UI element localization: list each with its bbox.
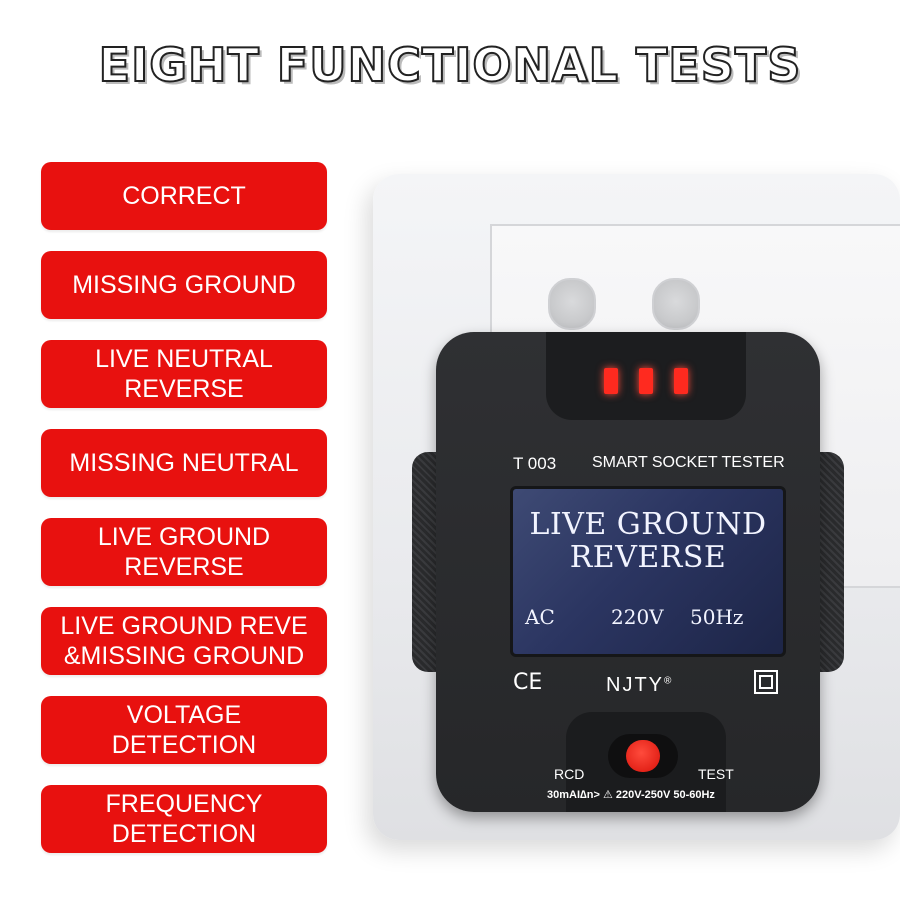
test-label-text: CORRECT — [122, 182, 246, 210]
headline: EIGHT FUNCTIONAL TESTS — [98, 37, 802, 93]
test-label-correct: CORRECT — [41, 162, 327, 230]
test-label-text: LIVE GROUND REVE &MISSING GROUND — [60, 612, 308, 670]
test-label-live-neutral-reverse: LIVE NEUTRAL REVERSE — [41, 340, 327, 408]
test-label-text: LIVE GROUND REVERSE — [97, 523, 271, 581]
test-label-voltage-detection: VOLTAGE DETECTION — [41, 696, 327, 764]
ce-mark: CE — [513, 670, 543, 695]
socket-hole-right — [652, 278, 700, 330]
test-label: TEST — [698, 766, 734, 782]
test-label-text: MISSING GROUND — [72, 271, 296, 299]
lcd-frequency: 50Hz — [690, 605, 744, 629]
device-title: SMART SOCKET TESTER — [592, 454, 785, 471]
lcd-display: LIVE GROUND REVERSE AC 220V 50Hz — [510, 486, 786, 657]
test-label-missing-neutral: MISSING NEUTRAL — [41, 429, 327, 497]
lcd-status-line1: LIVE GROUND — [529, 507, 767, 542]
test-label-text: VOLTAGE DETECTION — [111, 701, 257, 759]
test-label-live-ground-reverse: LIVE GROUND REVERSE — [41, 518, 327, 586]
brand-name: NJTY — [606, 674, 664, 696]
brand-logo: NJTY® — [606, 674, 673, 697]
model-number: T 003 — [513, 454, 557, 473]
lcd-status-line2: REVERSE — [569, 540, 727, 575]
test-label-text: LIVE NEUTRAL REVERSE — [95, 345, 273, 403]
socket-hole-left — [548, 278, 596, 330]
socket-tester-device: T 003 SMART SOCKET TESTER LIVE GROUND RE… — [412, 332, 844, 812]
test-label-text: MISSING NEUTRAL — [69, 449, 299, 477]
test-button[interactable] — [608, 734, 678, 778]
plug-cap — [546, 332, 746, 420]
device-body: T 003 SMART SOCKET TESTER LIVE GROUND RE… — [436, 332, 820, 812]
test-label-frequency-detection: FREQUENCY DETECTION — [41, 785, 327, 853]
rcd-label: RCD — [554, 766, 585, 782]
lcd-voltage: 220V — [611, 605, 664, 629]
indicator-led-2 — [639, 368, 653, 394]
test-label-live-ground-reverse-missing-ground: LIVE GROUND REVE &MISSING GROUND — [41, 607, 327, 675]
test-label-text: FREQUENCY DETECTION — [105, 790, 263, 848]
indicator-led-1 — [604, 368, 618, 394]
test-label-missing-ground: MISSING GROUND — [41, 251, 327, 319]
indicator-led-3 — [674, 368, 688, 394]
double-insulation-icon — [754, 670, 778, 694]
spec-text: 30mAI∆n> ⚠ 220V-250V 50-60Hz — [547, 789, 715, 801]
lcd-ac: AC — [525, 605, 555, 629]
registered-mark: ® — [664, 675, 674, 687]
